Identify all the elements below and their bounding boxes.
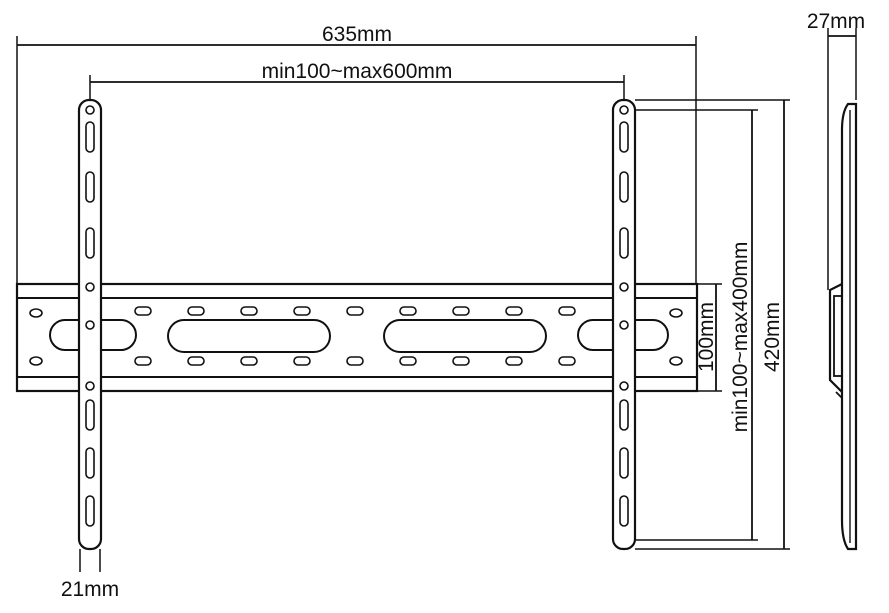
vesa-vertical-label: min100~max400mm — [729, 242, 752, 433]
vesa-horizontal-dimension: min100~max600mm — [89, 60, 625, 100]
rail-small-slots — [134, 306, 576, 366]
right-arm — [611, 98, 637, 551]
wall-rail — [15, 282, 699, 393]
rail-slot — [383, 319, 547, 353]
bracket-height-label: 100mm — [695, 302, 718, 372]
arm-width-label: 21mm — [61, 578, 119, 601]
vertical-dimensions: 100mm min100~max400mm 420mm — [635, 99, 790, 550]
rail-slot — [167, 319, 331, 353]
depth-label: 27mm — [807, 10, 865, 33]
arm-height-label: 420mm — [761, 302, 784, 372]
left-arm — [77, 98, 103, 572]
overall-width-dimension: 635mm — [16, 23, 697, 285]
overall-width-label: 635mm — [322, 23, 392, 46]
vesa-horizontal-label: min100~max600mm — [262, 60, 453, 83]
side-profile-view: 27mm — [807, 10, 865, 551]
